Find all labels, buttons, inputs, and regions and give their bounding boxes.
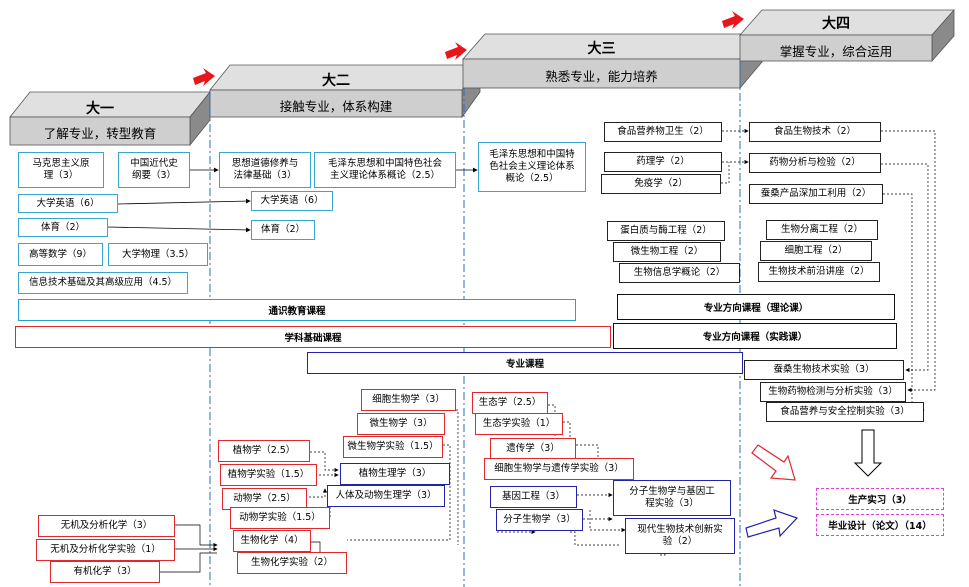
course-immunology: 免疫学（2）: [601, 174, 721, 194]
final-thesis: 毕业设计（论文）（14）: [816, 514, 944, 536]
course-ecology-lab: 生态学实验（1）: [475, 413, 563, 435]
band-direction-practice: 专业方向课程（实践课）: [613, 323, 897, 349]
course-cell-biology: 细胞生物学（3）: [361, 389, 456, 411]
course-food-lab: 食品营养与安全控制实验（3）: [766, 402, 924, 422]
year1-label: 大一: [86, 101, 114, 117]
hollow-arrow-red: [751, 444, 796, 481]
course-microbial-eng: 微生物工程（2）: [613, 242, 721, 262]
course-botany: 植物学（2.5）: [218, 440, 310, 462]
year4-label: 大四: [822, 16, 850, 32]
course-it: 信息技术基础及其高级应用（4.5）: [18, 272, 188, 294]
course-biochemistry: 生物化学（4）: [233, 530, 311, 552]
course-english-y2: 大学英语（6）: [251, 191, 333, 211]
course-english-y1: 大学英语（6）: [18, 194, 118, 213]
course-botany-lab: 植物学实验（1.5）: [220, 464, 317, 486]
course-inorganic-chem-lab: 无机及分析化学实验（1）: [36, 539, 175, 561]
red-arrow-1: [193, 68, 215, 86]
course-cell-eng: 细胞工程（2）: [760, 241, 872, 261]
course-biochemistry-lab: 生物化学实验（2）: [237, 552, 347, 574]
course-human-animal-physiology: 人体及动物生理学（3）: [327, 485, 445, 507]
course-cellbio-genetics-lab: 细胞生物学与遗传学实验（3）: [484, 458, 634, 480]
course-frontier-lectures: 生物技术前沿讲座（2）: [758, 262, 880, 282]
course-ecology: 生态学（2.5）: [472, 392, 548, 414]
band-major-courses: 专业课程: [307, 352, 743, 374]
course-food-hygiene: 食品营养物卫生（2）: [604, 122, 722, 142]
year1-header-block: [9, 90, 211, 147]
year3-subtitle: 熟悉专业，能力培养: [545, 69, 658, 84]
course-molecular-gene-lab: 分子生物学与基因工 程实验（3）: [613, 480, 731, 516]
course-innovation-lab: 现代生物技术创新实 验（2）: [625, 518, 735, 554]
course-drug-analysis: 药物分析与检验（2）: [749, 153, 881, 173]
band-direction-theory: 专业方向课程（理论课）: [617, 294, 895, 320]
hollow-arrow-down: [853, 429, 883, 477]
course-pe-y2: 体育（2）: [251, 220, 315, 240]
course-pe-y1: 体育（2）: [18, 218, 108, 237]
course-modern-history: 中国近代史 纲要（3）: [118, 152, 190, 188]
year3-header-block: [462, 32, 763, 90]
course-zoology-lab: 动物学实验（1.5）: [230, 507, 330, 529]
hollow-arrow-blue: [745, 509, 799, 538]
course-molecular-biology: 分子生物学（3）: [496, 509, 583, 531]
final-internship: 生产实习（3）: [816, 488, 944, 510]
course-drug-lab: 生物药物检测与分析实验（3）: [760, 382, 906, 402]
band-general-education: 通识教育课程: [18, 299, 576, 321]
course-marx: 马克思主义原 理（3）: [18, 152, 104, 188]
course-microbiology: 微生物学（3）: [357, 413, 445, 435]
year2-subtitle: 接触专业，体系构建: [279, 99, 393, 114]
course-silkworm-processing: 蚕桑产品深加工利用（2）: [749, 184, 883, 204]
year2-label: 大二: [322, 73, 350, 89]
year3-label: 大三: [587, 41, 616, 57]
red-arrow-3: [722, 11, 744, 29]
course-food-biotech: 食品生物技术（2）: [749, 122, 881, 142]
course-organic-chem: 有机化学（3）: [50, 561, 160, 583]
year1-subtitle: 了解专业，转型教育: [43, 126, 157, 141]
course-physics: 大学物理（3.5）: [108, 243, 208, 266]
course-maozedong-y3: 毛泽东思想和中国特 色社会主义理论体系 概论（2.5）: [478, 142, 586, 192]
course-bioinformatics: 生物信息学概论（2）: [619, 263, 740, 283]
course-pharmacology: 药理学（2）: [604, 152, 722, 172]
red-arrow-2: [445, 42, 467, 60]
course-gene-engineering: 基因工程（3）: [490, 486, 577, 508]
band-discipline-foundation: 学科基础课程: [15, 326, 611, 348]
course-inorganic-chem: 无机及分析化学（3）: [38, 515, 175, 537]
course-silkworm-lab: 蚕桑生物技术实验（3）: [744, 360, 904, 380]
course-separation-eng: 生物分离工程（2）: [766, 220, 878, 240]
course-maozedong-y2: 毛泽东思想和中国特色社会 主义理论体系概论（2.5）: [314, 152, 456, 188]
course-genetics: 遗传学（3）: [490, 438, 576, 460]
year4-subtitle: 掌握专业，综合运用: [779, 44, 893, 59]
course-protein-eng: 蛋白质与酶工程（2）: [607, 221, 725, 241]
course-morality-law: 思想道德修养与 法律基础（3）: [219, 152, 311, 188]
year4-header-block: [739, 8, 955, 63]
course-microbiology-lab: 微生物学实验（1.5）: [343, 436, 443, 458]
course-plant-physiology: 植物生理学（3）: [340, 463, 450, 485]
course-math: 高等数学（9）: [18, 243, 103, 266]
